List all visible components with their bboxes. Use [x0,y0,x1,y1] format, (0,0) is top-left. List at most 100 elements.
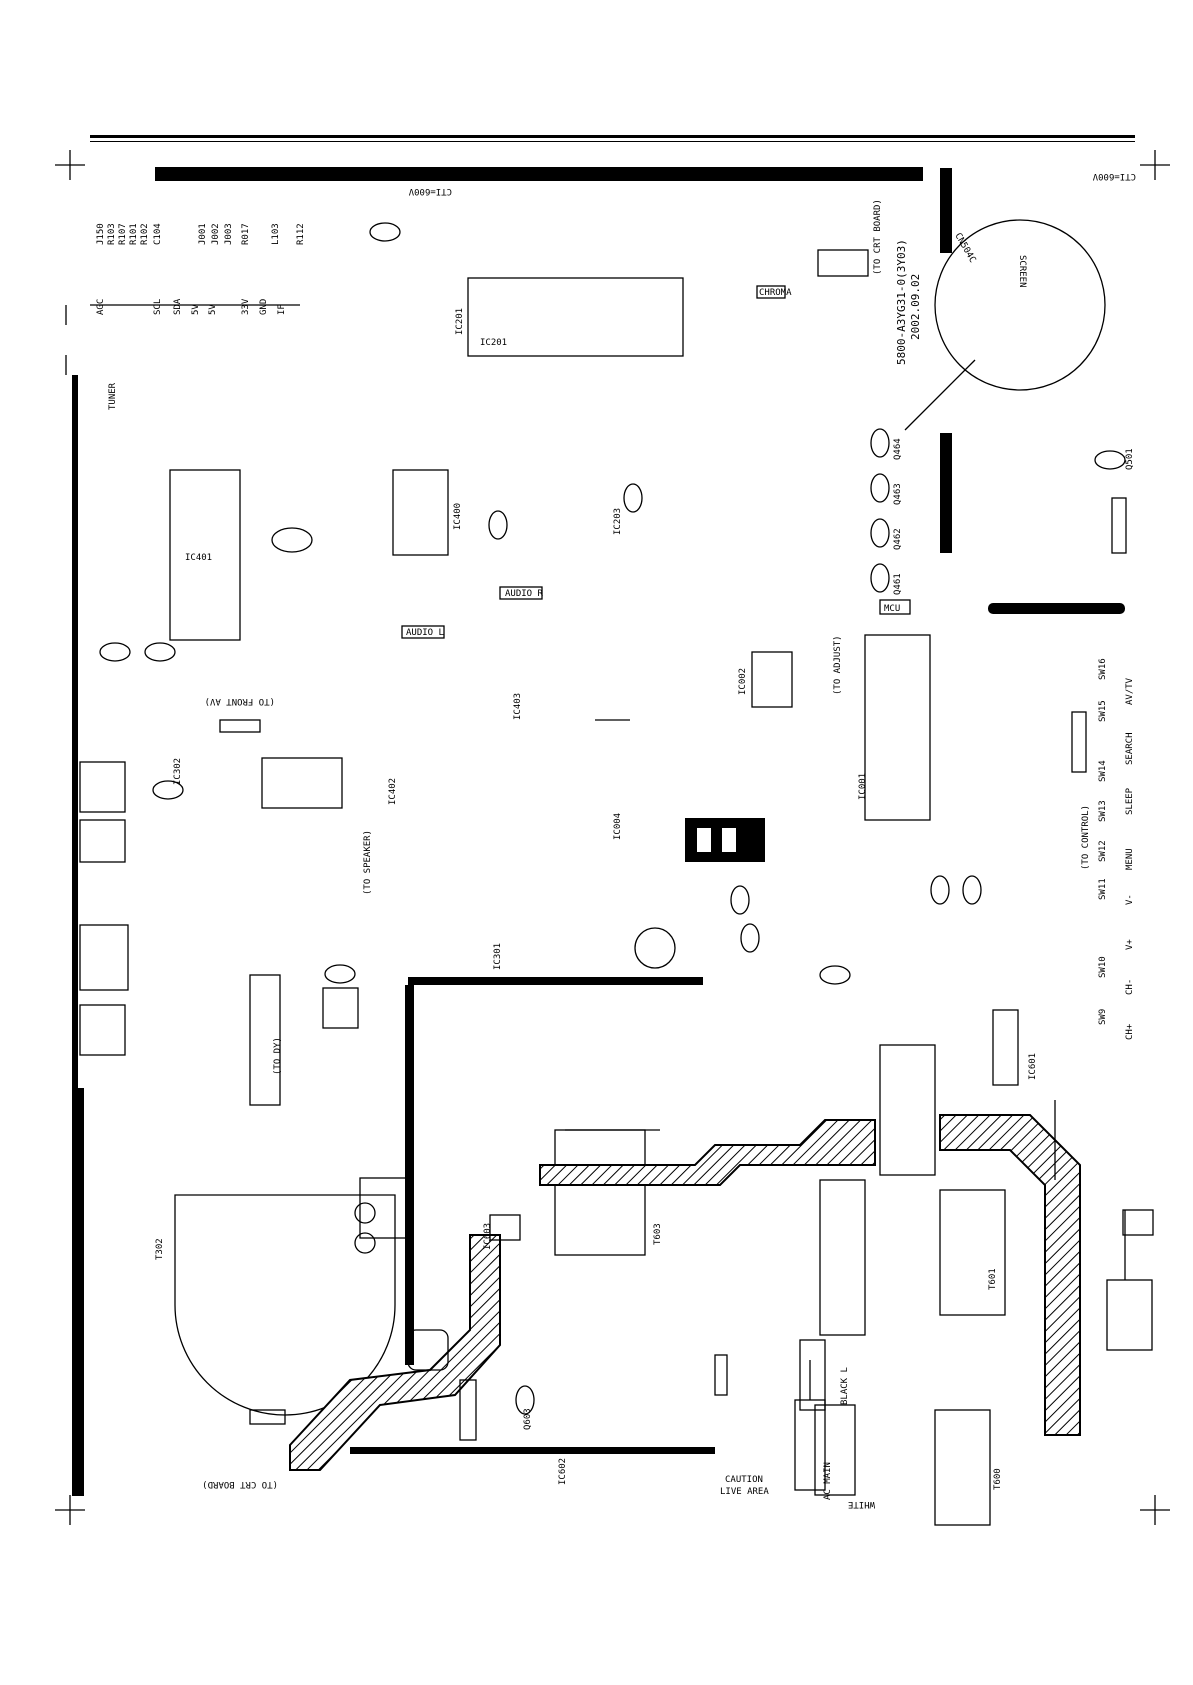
header-rule [90,135,1135,138]
svg-text:R107: R107 [118,223,128,245]
svg-text:SW14: SW14 [1098,760,1108,782]
to-speaker: (TO SPEAKER) [363,830,373,895]
svg-text:Q462: Q462 [893,528,903,550]
cti-label-right: CTI=600V [1092,171,1136,181]
t600 [934,1409,991,1526]
ic001 [864,634,931,821]
cn302 [249,1409,286,1425]
svg-text:IC402: IC402 [388,778,398,805]
model-label: 5800-A3YG31-0(3Y03) [895,239,908,365]
svg-text:33V: 33V [241,298,251,315]
wiring [65,304,1154,1491]
svg-text:SW9: SW9 [1098,1009,1108,1025]
svg-text:IC302: IC302 [173,758,183,785]
svg-text:IC400: IC400 [453,503,463,530]
t601 [939,1189,1006,1316]
svg-text:CH+: CH+ [1125,1023,1135,1040]
ic402-blk [249,974,281,1106]
svg-text:V+: V+ [1125,939,1135,950]
svg-text:T302: T302 [155,1238,165,1260]
rl601 [879,1044,936,1176]
svg-text:SW11: SW11 [1098,878,1108,900]
ac-main-label: AC MAIN [823,1462,833,1500]
to-control: (TO CONTROL) [1081,805,1091,870]
date-label: 2002.09.02 [909,274,922,340]
svg-text:J003: J003 [224,223,234,245]
svg-text:T600: T600 [993,1468,1003,1490]
p407-jack [79,761,126,813]
svg-text:IC201: IC201 [455,308,465,335]
svg-text:SW10: SW10 [1098,956,1108,978]
right-bar [988,603,1125,614]
chroma: CHROMA [759,288,792,298]
ic-labels: IC201 IC400 IC402 IC403 IC004 IC001 IC00… [173,308,1038,1485]
crt-socket [934,219,1106,391]
cn201 [817,249,869,277]
svg-text:J001: J001 [198,223,208,245]
svg-text:AGC: AGC [96,299,106,315]
svg-text:AV/TV: AV/TV [1125,677,1135,705]
to-crt-board-2: (TO CRT BOARD) [202,1479,278,1489]
tuner-labels: AGC SCL SDA 5V 5V 33V GND IF TUNER J150 … [96,223,306,410]
ic201 [467,277,684,357]
cn602 [819,1179,866,1336]
cn001 [1071,711,1087,773]
hv-trace-2 [939,1114,1081,1436]
svg-text:R017: R017 [241,223,251,245]
svg-text:IC602: IC602 [558,1458,568,1485]
screen-label: SCREEN [1017,255,1027,288]
svg-text:J002: J002 [211,223,221,245]
svg-text:SW12: SW12 [1098,840,1108,862]
j068-jack [79,819,126,863]
mcu: MCU [884,604,900,614]
svg-text:J150: J150 [96,223,106,245]
to-front-av: (TO FRONT AV) [205,696,275,706]
svg-text:IC001: IC001 [858,773,868,800]
svg-text:SDA: SDA [173,298,183,315]
bottom-bar [350,1447,715,1454]
svg-text:CH-: CH- [1125,979,1135,995]
switch-labels: SW11 SW12 SW13 SW14 SW15 SW16 SW10 SW9 [1098,658,1108,1025]
hv-trace-3 [289,1234,501,1471]
transistor-group [99,222,1126,1415]
ic400 [392,469,449,556]
black-label: BLACK L [840,1367,850,1405]
transformer-labels: T302 T601 T600 T603 [155,1223,1003,1490]
svg-text:5V: 5V [191,304,201,315]
cn501 [1111,497,1127,554]
audio-l: AUDIO L [406,628,444,638]
svg-text:TUNER: TUNER [108,382,118,410]
audio-r: AUDIO R [505,589,544,599]
side-switch-labels: MENU SEARCH SLEEP AV/TV CH+ CH- V+ V- [1125,677,1135,1040]
svg-text:Q464: Q464 [893,438,903,460]
p405-jack [79,924,129,991]
to-dy: (TO DY) [273,1037,283,1075]
transistor-labels: Q464 Q463 Q462 Q461 Q501 Q603 [523,438,1135,1430]
svg-text:IC603: IC603 [483,1223,493,1250]
right-ground-strip [940,168,952,553]
cn405 [219,719,261,733]
svg-text:T601: T601 [988,1268,998,1290]
svg-text:IC301: IC301 [493,943,503,970]
svg-text:SW16: SW16 [1098,658,1108,680]
svg-text:IC403: IC403 [513,693,523,720]
ic401 [169,469,241,641]
svg-text:SW15: SW15 [1098,700,1108,722]
svg-text:R101: R101 [129,223,139,245]
svg-text:MENU: MENU [1125,848,1135,870]
svg-text:SLEEP: SLEEP [1125,787,1135,815]
white-label: WHITE [848,1499,875,1509]
left-bar-top [72,375,78,1255]
svg-text:R103: R103 [107,223,117,245]
to-adjust: (TO ADJUST) [833,635,843,695]
p404-jack [79,1004,126,1056]
caution-line1: CAUTION [725,1475,763,1485]
svg-text:Q501: Q501 [1125,448,1135,470]
svg-text:R112: R112 [296,223,306,245]
svg-text:5V: 5V [208,304,218,315]
svg-text:IC002: IC002 [738,668,748,695]
to-crt-board: (TO CRT BOARD) [873,199,883,275]
svg-text:Q461: Q461 [893,573,903,595]
top-ground-bar [155,167,923,181]
svg-text:SW13: SW13 [1098,800,1108,822]
